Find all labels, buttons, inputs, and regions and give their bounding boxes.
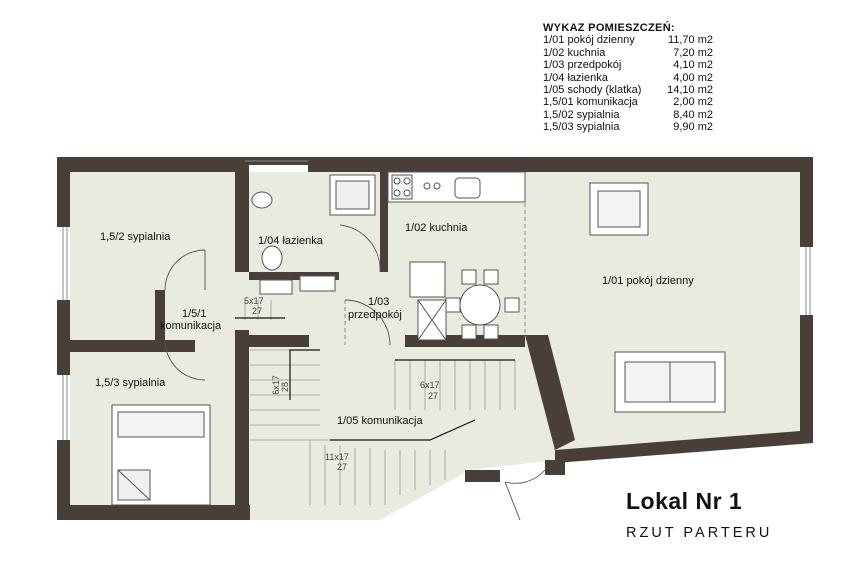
room-label-bedroom-2: 1,5/2 sypialnia — [100, 231, 171, 243]
room-label-kitchen: 1/02 kuchnia — [405, 222, 468, 234]
room-label-hall-number: 1/5/1 — [182, 308, 207, 320]
kitchen-fixtures — [387, 171, 526, 341]
stair-treads — [244, 300, 516, 505]
room-label-entry-name: przedpokój — [348, 309, 402, 321]
legend-row: 1/05 schody (klatka)14,10 m2 — [543, 84, 713, 97]
windows — [62, 160, 811, 440]
stair-label: 6x17 — [420, 380, 440, 390]
stair-label: 11x17 — [325, 452, 349, 462]
room-label-bathroom: 1/04 łazienka — [258, 235, 323, 247]
door-swings — [164, 224, 546, 521]
legend-title: WYKAZ POMIESZCZEŃ: — [543, 22, 675, 34]
bathroom-fixtures — [251, 174, 376, 295]
stair-label: 28 — [280, 381, 291, 393]
bed — [111, 404, 211, 506]
walls — [57, 157, 813, 520]
room-label-hall-name: komunikacja — [160, 320, 222, 332]
dashed-lines — [344, 175, 526, 345]
living-furniture — [589, 182, 726, 413]
stair-label: 27 — [428, 391, 439, 401]
stair-label: 27 — [252, 306, 263, 316]
room-label-living-room: 1/01 pokój dzienny — [602, 275, 694, 287]
unit-title: Lokal Nr 1 — [626, 488, 743, 514]
room-label-stairs: 1/05 komunikacja — [337, 415, 423, 427]
unit-subtitle: RZUT PARTERU — [626, 525, 773, 541]
stair-label: 5x17 — [244, 296, 264, 306]
room-label-entry-number: 1/03 — [368, 296, 390, 308]
stair-label: 27 — [337, 462, 348, 472]
room-label-bedroom-3: 1,5/3 sypialnia — [95, 377, 166, 389]
stair-arrows — [235, 317, 515, 441]
dining-table — [445, 269, 520, 340]
